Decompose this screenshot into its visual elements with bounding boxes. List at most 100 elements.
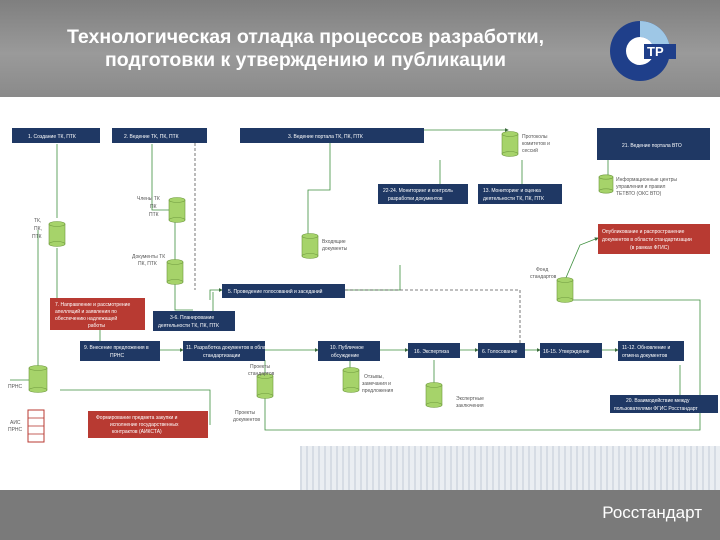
database-icon	[342, 367, 360, 393]
block-publication-line3: (в рамках ФГИС)	[630, 245, 669, 251]
label-incoming-2: документы	[322, 246, 348, 252]
block-prns-proposal	[80, 341, 160, 361]
block-voting	[478, 343, 525, 358]
block-user-interaction-line1: 20. Взаимодействие между	[626, 397, 690, 404]
label-docs-2: ПК, ПТК	[138, 261, 157, 267]
database-cylinders	[28, 131, 614, 408]
slide-title: Технологическая отладка процессов разраб…	[8, 26, 603, 72]
block-document-development	[183, 341, 265, 361]
label-ais-1: АИС	[10, 420, 21, 426]
block-public-discussion-line1: 10. Публичное	[330, 345, 364, 351]
label-docs-1: Документы ТК	[132, 254, 165, 260]
block-user-interaction-line2: пользователями ФГИС Росстандарт	[614, 406, 698, 412]
block-public-discussion	[318, 341, 380, 361]
label-members-3: ПТК	[149, 212, 159, 218]
label-info-centers-2: управления и правил	[616, 184, 666, 190]
label-protocols-2: комитетов и	[522, 141, 550, 147]
block-portal-wto	[597, 128, 710, 160]
label-draft-docs-2: документов	[233, 417, 260, 423]
block-approval-label: 16-15. Утверждение	[543, 349, 590, 355]
database-icon	[48, 221, 66, 247]
block-voting-meetings	[222, 284, 345, 298]
block-voting-meetings-label: 5. Проведение голосований и заседаний	[228, 288, 323, 295]
block-update-cancel-line1: 11-12. Обновление и	[622, 345, 670, 351]
block-monitoring-control-line1: 22-24. Мониторинг и контроль	[383, 188, 453, 194]
block-approval	[540, 343, 602, 358]
label-draft-standards-2: стандартов	[248, 371, 275, 377]
block-appeals-line3: обеспечению надлежащей	[55, 315, 117, 322]
logo-text: ТР	[647, 44, 664, 59]
database-icon	[166, 259, 184, 285]
block-portal-wto-label: 21. Ведение портала ВТО	[622, 143, 682, 149]
block-appeals-line4: работы	[88, 323, 105, 329]
database-icon	[301, 233, 319, 259]
block-publication-line1: Опубликование и распространение	[602, 229, 685, 235]
label-ais-2: ПРНС	[8, 427, 23, 433]
label-expert-2: заключения	[456, 403, 484, 409]
label-info-centers-1: Информационные центры	[616, 177, 677, 183]
label-protocols-1: Протоколы	[522, 134, 548, 140]
block-planning-line2: деятельности ТК, ПК, ПТК	[158, 323, 219, 329]
database-icon	[556, 277, 574, 303]
block-maintain-tk-label: 2. Ведение ТК, ПК, ПТК	[124, 134, 179, 140]
database-icon	[256, 373, 274, 399]
database-icon	[168, 197, 186, 223]
title-line-1: Технологическая отладка процессов разраб…	[66, 26, 545, 48]
label-draft-docs-1: Проекты	[235, 410, 255, 416]
block-expertise	[408, 343, 460, 358]
block-monitoring-evaluation-line1: 13. Мониторинг и оценка	[483, 188, 541, 194]
block-portal-tk	[240, 128, 424, 143]
label-prns: ПРНС	[8, 384, 23, 390]
block-document-development-line2: стандартизации	[203, 353, 240, 359]
title-line-2: подготовки к утверждению и публикации	[105, 49, 506, 71]
block-appeals	[50, 298, 145, 330]
block-voting-label: 6. Голосование	[482, 349, 518, 355]
block-appeals-line2: апелляций и заявления по	[55, 308, 117, 315]
block-document-development-line1: 11. Разработка документов в области	[186, 345, 273, 351]
block-procurement-line1: Формирование предмета закупки и	[96, 415, 178, 421]
block-appeals-line1: 7. Направление и рассмотрение	[55, 302, 130, 308]
label-expert-1: Экспертные	[456, 396, 484, 402]
data-labels: Протоколы комитетов и сессий Члены ТК ПК…	[8, 134, 677, 433]
block-monitoring-control-line2: разработки документов	[388, 196, 443, 202]
server-icon	[27, 409, 45, 443]
label-tk-2: ПК,	[34, 226, 42, 232]
label-draft-standards-1: Проекты	[250, 364, 270, 370]
block-create-tk	[12, 128, 100, 143]
label-fund-2: стандартов	[530, 274, 557, 280]
block-planning-line1: 3-6. Планирование	[170, 315, 214, 321]
block-publication-line2: документов в области стандартизации	[602, 237, 692, 243]
block-update-cancel-line2: отмена документов	[622, 353, 667, 359]
block-update-cancel	[618, 341, 684, 361]
block-prns-proposal-line2: ПРНС	[110, 353, 125, 359]
block-monitoring-evaluation	[478, 184, 562, 204]
process-blocks: 1. Создание ТК, ПТК 2. Ведение ТК, ПК, П…	[12, 128, 718, 438]
block-publication	[598, 224, 710, 254]
label-members-2: ПК	[150, 204, 157, 210]
slide-header: Технологическая отладка процессов разраб…	[0, 0, 720, 97]
database-icon	[425, 382, 443, 408]
block-planning	[153, 311, 235, 331]
slide-footer: Росстандарт	[0, 490, 720, 540]
label-reviews-2: замечания и	[362, 381, 391, 387]
label-tk-1: ТК,	[34, 218, 41, 224]
rosstandart-logo-icon: ТР	[610, 21, 676, 81]
block-user-interaction	[610, 395, 718, 413]
block-procurement	[88, 411, 208, 438]
block-maintain-tk	[112, 128, 207, 143]
label-incoming-1: Входящие	[322, 239, 346, 245]
database-icon	[501, 131, 519, 157]
label-reviews-1: Отзывы,	[364, 374, 384, 380]
label-reviews-3: предложения	[362, 388, 393, 394]
block-portal-tk-label: 3. Ведение портала ТК, ПК, ПТК	[288, 134, 363, 140]
decorative-stripes	[300, 446, 720, 490]
label-fund-1: Фонд	[536, 267, 548, 273]
database-icon	[28, 365, 48, 393]
label-protocols-3: сессий	[522, 147, 538, 154]
label-info-centers-3: ТЕТВТО (ОКС ВТО)	[616, 191, 662, 197]
block-monitoring-control	[378, 184, 468, 204]
block-procurement-line3: контрактов (АИКСТА)	[112, 429, 162, 435]
database-icon	[598, 174, 614, 194]
label-members-1: Члены ТК	[137, 196, 160, 202]
block-prns-proposal-line1: 9. Внесение предложения в	[84, 345, 149, 351]
